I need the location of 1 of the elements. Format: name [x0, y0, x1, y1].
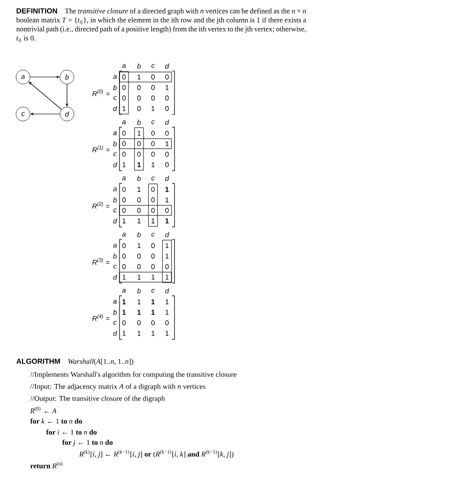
arrow	[28, 82, 62, 110]
